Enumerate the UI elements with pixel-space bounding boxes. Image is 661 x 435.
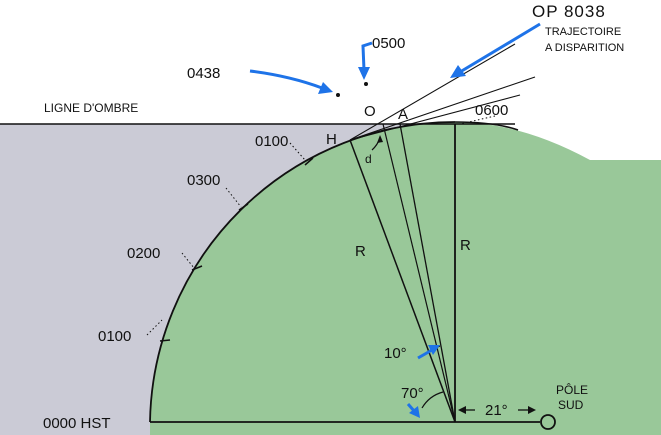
dim-21-left-arrowhead bbox=[458, 406, 466, 414]
arc-tick-0100-left bbox=[159, 339, 171, 342]
arc-tick-0300 bbox=[238, 203, 249, 211]
arrow-10-shaft bbox=[417, 348, 433, 360]
trajectory-line-lower bbox=[349, 94, 521, 141]
time-0500-label: 0500 bbox=[372, 35, 405, 52]
arrow-10-head bbox=[428, 345, 440, 355]
trajectory-line-mid bbox=[349, 76, 536, 141]
angle-d-label: d bbox=[365, 152, 372, 166]
arrow-0438-head bbox=[318, 82, 333, 94]
dim-21-right-arrowhead bbox=[528, 406, 536, 414]
arc-tick-0200 bbox=[191, 265, 203, 271]
leader-0300 bbox=[225, 187, 242, 208]
time-0200-label: 0200 bbox=[127, 245, 160, 262]
trajectory-label-line1: TRAJECTOIRE bbox=[545, 26, 621, 38]
point-0500 bbox=[364, 82, 368, 86]
radius-o bbox=[382, 123, 456, 423]
angle-21-label: 21° bbox=[485, 402, 508, 419]
radius-right-label: R bbox=[460, 237, 471, 254]
leader-0200 bbox=[181, 252, 195, 269]
arrow-op-shaft bbox=[459, 22, 541, 74]
time-0600-label: 0600 bbox=[475, 102, 508, 119]
arrow-0500-head bbox=[358, 67, 370, 80]
arc-tick-0100 bbox=[304, 157, 314, 166]
time-0438-label: 0438 bbox=[187, 65, 220, 82]
point-h-label: H bbox=[326, 131, 337, 148]
arrow-0500-shaft bbox=[361, 41, 373, 71]
point-a-label: A bbox=[398, 106, 408, 123]
time-0100-top-label: 0100 bbox=[255, 133, 288, 150]
arrow-0438-shaft bbox=[249, 69, 323, 90]
radius-left-label: R bbox=[355, 243, 366, 260]
radius-a bbox=[399, 123, 456, 423]
pole-label-line2: SUD bbox=[558, 398, 584, 412]
time-0100-left-label: 0100 bbox=[98, 328, 131, 345]
angle-10-label: 10° bbox=[384, 345, 407, 362]
arrow-op-head bbox=[450, 65, 466, 78]
radius-h bbox=[349, 139, 456, 423]
arrow-70-head bbox=[409, 406, 420, 418]
point-0438 bbox=[336, 93, 340, 97]
time-0300-label: 0300 bbox=[187, 172, 220, 189]
point-o-label: O bbox=[364, 103, 376, 120]
trajectory-label-line2: A DISPARITION bbox=[545, 42, 624, 54]
op-code-label: OP 8038 bbox=[532, 2, 606, 21]
angle-70-arc bbox=[421, 391, 444, 409]
blue-arrows bbox=[249, 22, 541, 418]
lit-region bbox=[150, 121, 661, 435]
angle-70-label: 70° bbox=[401, 385, 424, 402]
trajectory-line-upper bbox=[349, 43, 516, 141]
terminator-arc-right bbox=[454, 121, 519, 131]
angle-d-arrowhead bbox=[377, 135, 383, 143]
pole-label-line1: PÔLE bbox=[556, 382, 588, 397]
shadow-line-label: LIGNE D'OMBRE bbox=[44, 101, 138, 115]
time-0000-hst-label: 0000 HST bbox=[43, 415, 111, 432]
south-pole-marker bbox=[540, 414, 556, 430]
